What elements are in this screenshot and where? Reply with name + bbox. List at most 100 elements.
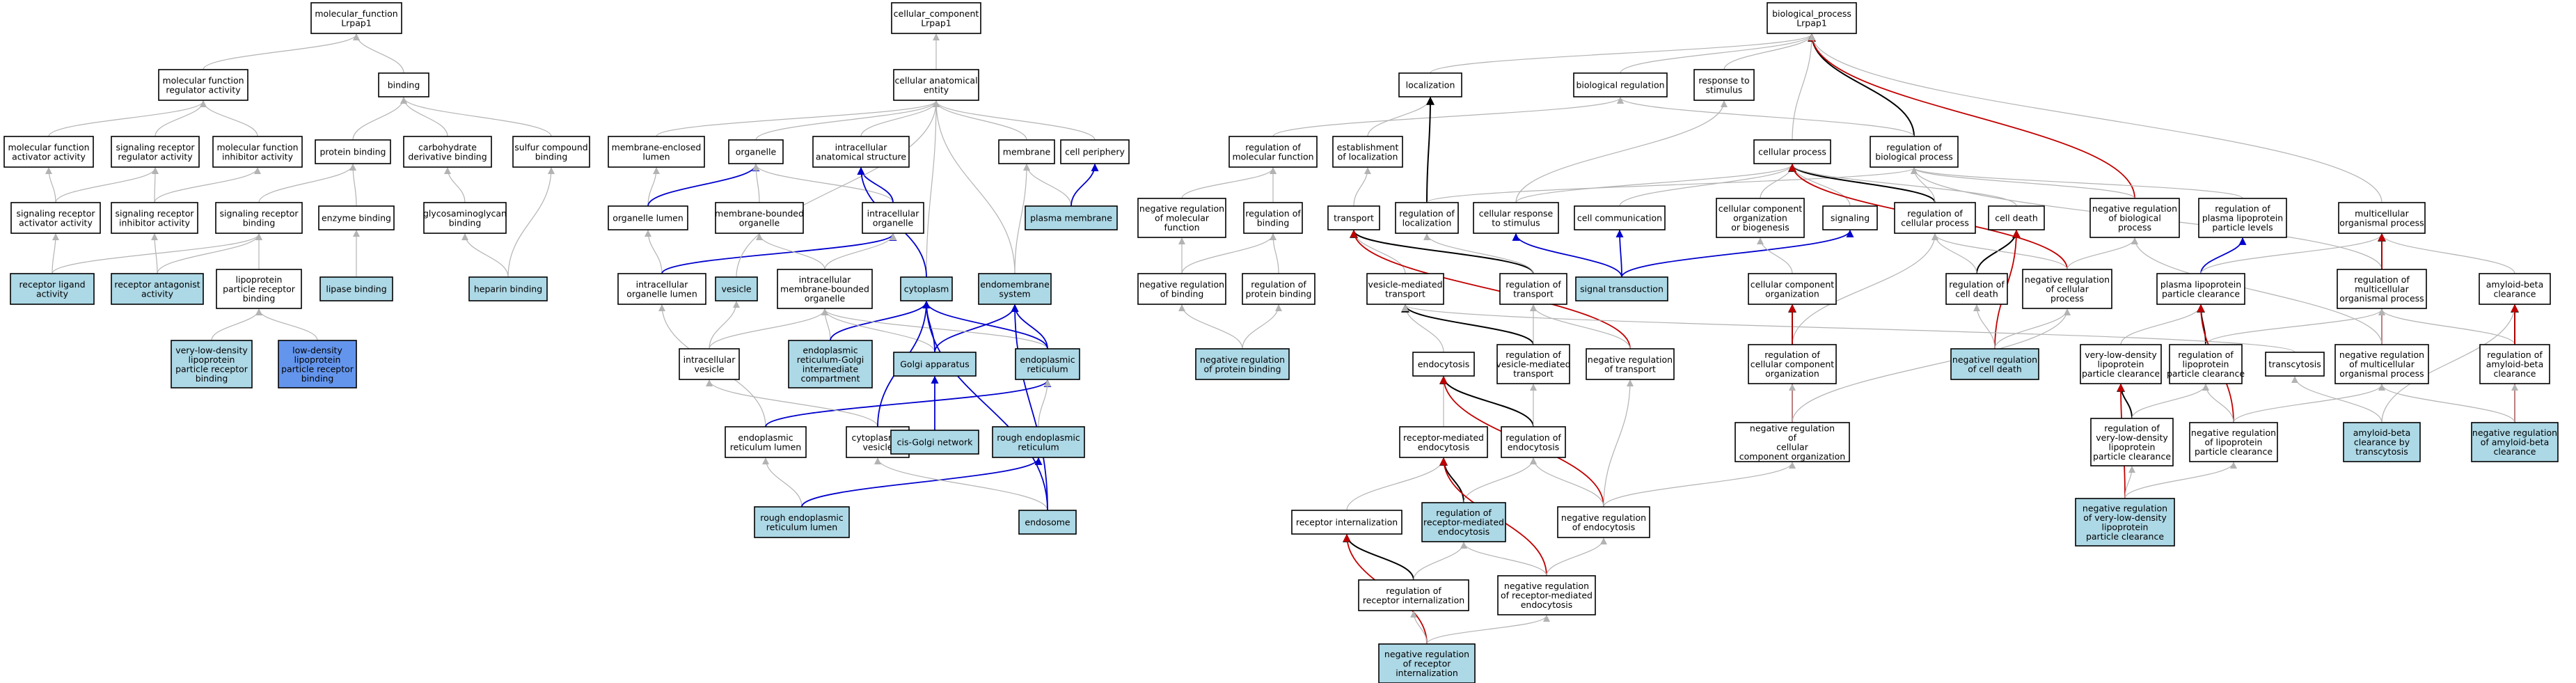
go-term-label: molecular function xyxy=(8,142,89,152)
go-term-label: regulator activity xyxy=(118,151,193,162)
go-term-label: binding xyxy=(449,217,482,228)
go-term-label: particle clearance xyxy=(2195,446,2273,457)
go-term-box xyxy=(1018,510,1077,535)
go-term-label: cellular xyxy=(1776,441,1809,452)
go-term-label: cellular_component xyxy=(894,8,979,19)
is-a-edge xyxy=(874,457,1048,511)
go-term-label: membrane xyxy=(1003,147,1051,157)
go-term-node: organelle lumen xyxy=(608,205,688,230)
go-term-label: receptor-mediated xyxy=(1403,432,1484,443)
go-term-label: response to xyxy=(1698,75,1749,86)
go-term-label: particle receptor xyxy=(223,284,296,295)
is-a-edge xyxy=(1410,611,1428,645)
go-term-label: negative regulation xyxy=(2191,427,2276,438)
go-term-label: molecular function xyxy=(1232,151,1313,162)
go-term-box xyxy=(1399,426,1488,458)
part-of-edge xyxy=(922,300,1048,350)
go-term-label: regulation of xyxy=(2215,203,2270,214)
part-of-edge xyxy=(661,233,897,274)
go-term-label: organelle xyxy=(736,147,777,157)
go-term-box xyxy=(1398,72,1462,97)
go-term-label: lipase binding xyxy=(326,284,386,295)
is-a-edge xyxy=(2131,237,2383,345)
go-term-label: process xyxy=(2050,293,2084,304)
go-term-label: of receptor xyxy=(1403,659,1452,669)
go-term-box xyxy=(1242,273,1315,305)
go-term-label: of lipoprotein xyxy=(2205,437,2263,448)
go-term-label: lipoprotein xyxy=(189,354,235,365)
go-term-label: binding xyxy=(1257,217,1290,228)
go-term-node: membrane xyxy=(998,139,1055,164)
go-term-box xyxy=(1735,422,1850,462)
go-term-box xyxy=(1586,348,1675,380)
go-term-box xyxy=(318,205,395,230)
is-a-edge xyxy=(756,233,825,270)
go-term-label: of multicellular xyxy=(2349,359,2415,370)
go-term-node: regulation ofreceptor-mediatedendocytosi… xyxy=(1421,502,1506,542)
is-a-edge xyxy=(2202,384,2234,423)
go-term-label: cellular anatomical xyxy=(894,75,977,86)
is-a-edge xyxy=(55,167,159,203)
go-term-label: receptor antagonist xyxy=(114,279,200,290)
go-term-label: clearance by xyxy=(2354,437,2410,448)
is-a-edge xyxy=(1792,33,1815,141)
part-of-edge xyxy=(830,300,931,341)
is-a-edge xyxy=(444,167,466,203)
go-term-node: cell death xyxy=(1988,205,2045,230)
is-a-edge xyxy=(45,167,56,203)
go-term-label: very-low-density xyxy=(175,345,248,355)
is-a-edge xyxy=(645,230,663,274)
go-term-box xyxy=(2471,422,2559,462)
go-term-label: of binding xyxy=(1160,288,1204,299)
go-term-label: amyloid-beta xyxy=(2486,359,2543,370)
go-term-box xyxy=(1195,348,1290,380)
go-term-label: negative regulation xyxy=(2092,203,2177,214)
go-term-label: transport xyxy=(1513,368,1554,379)
go-term-box xyxy=(725,426,807,458)
go-term-box xyxy=(2090,418,2174,466)
go-term-label: molecular function xyxy=(162,75,244,86)
go-term-node: binding xyxy=(378,72,429,97)
go-term-label: regulation of xyxy=(2354,274,2410,285)
go-term-label: internalization xyxy=(1396,668,1458,678)
go-term-box xyxy=(2156,273,2245,305)
go-term-box xyxy=(777,269,873,309)
go-term-box xyxy=(2089,198,2180,238)
is-a-edge xyxy=(2205,308,2385,345)
is-a-edge xyxy=(824,233,896,270)
go-term-box xyxy=(1243,202,1303,234)
go-term-label: membrane-bounded xyxy=(780,284,869,295)
go-term-box xyxy=(1950,348,2039,380)
go-term-box xyxy=(1358,579,1469,611)
is-a-edge xyxy=(2291,376,2383,423)
go-term-node: endoplasmicreticulum-Golgiintermediateco… xyxy=(788,340,873,388)
go-term-label: cellular response xyxy=(1479,208,1554,219)
go-term-label: negative regulation xyxy=(1750,423,1835,433)
go-term-label: negative regulation xyxy=(1384,649,1469,659)
is-a-edge xyxy=(1515,100,1728,203)
part-of-edge xyxy=(1621,229,1854,278)
go-term-node: plasma membrane xyxy=(1025,205,1118,230)
go-term-label: localization xyxy=(1402,217,1452,228)
go-term-label: molecular function xyxy=(216,142,298,152)
is-a-edge xyxy=(353,33,404,74)
go-term-label: endoplasmic xyxy=(1020,354,1075,365)
edge-layer xyxy=(45,33,2519,645)
go-term-box xyxy=(1575,276,1668,301)
